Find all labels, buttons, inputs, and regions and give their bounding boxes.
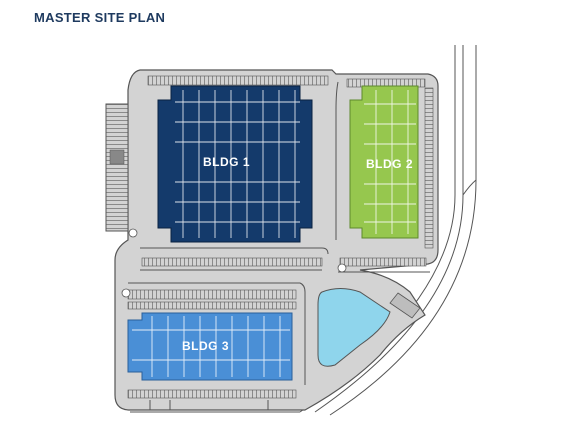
parking-top-1 [147, 75, 329, 86]
parking-mid-2 [339, 257, 427, 267]
building-2-label: BLDG 2 [366, 157, 413, 171]
parking-left [105, 103, 129, 232]
parking-mid-1 [141, 257, 323, 267]
detention-pond [317, 288, 391, 367]
building-1[interactable]: BLDG 1 [157, 85, 313, 243]
building-3-label: BLDG 3 [182, 339, 229, 353]
entry-drive [389, 292, 421, 319]
building-2[interactable]: BLDG 2 [349, 85, 419, 239]
parking-right [424, 87, 434, 249]
parking-bldg3-top [127, 289, 297, 300]
parking-bottom [127, 389, 297, 399]
page-title: MASTER SITE PLAN [34, 10, 166, 25]
building-3[interactable]: BLDG 3 [127, 312, 293, 381]
building-1-label: BLDG 1 [203, 155, 250, 169]
